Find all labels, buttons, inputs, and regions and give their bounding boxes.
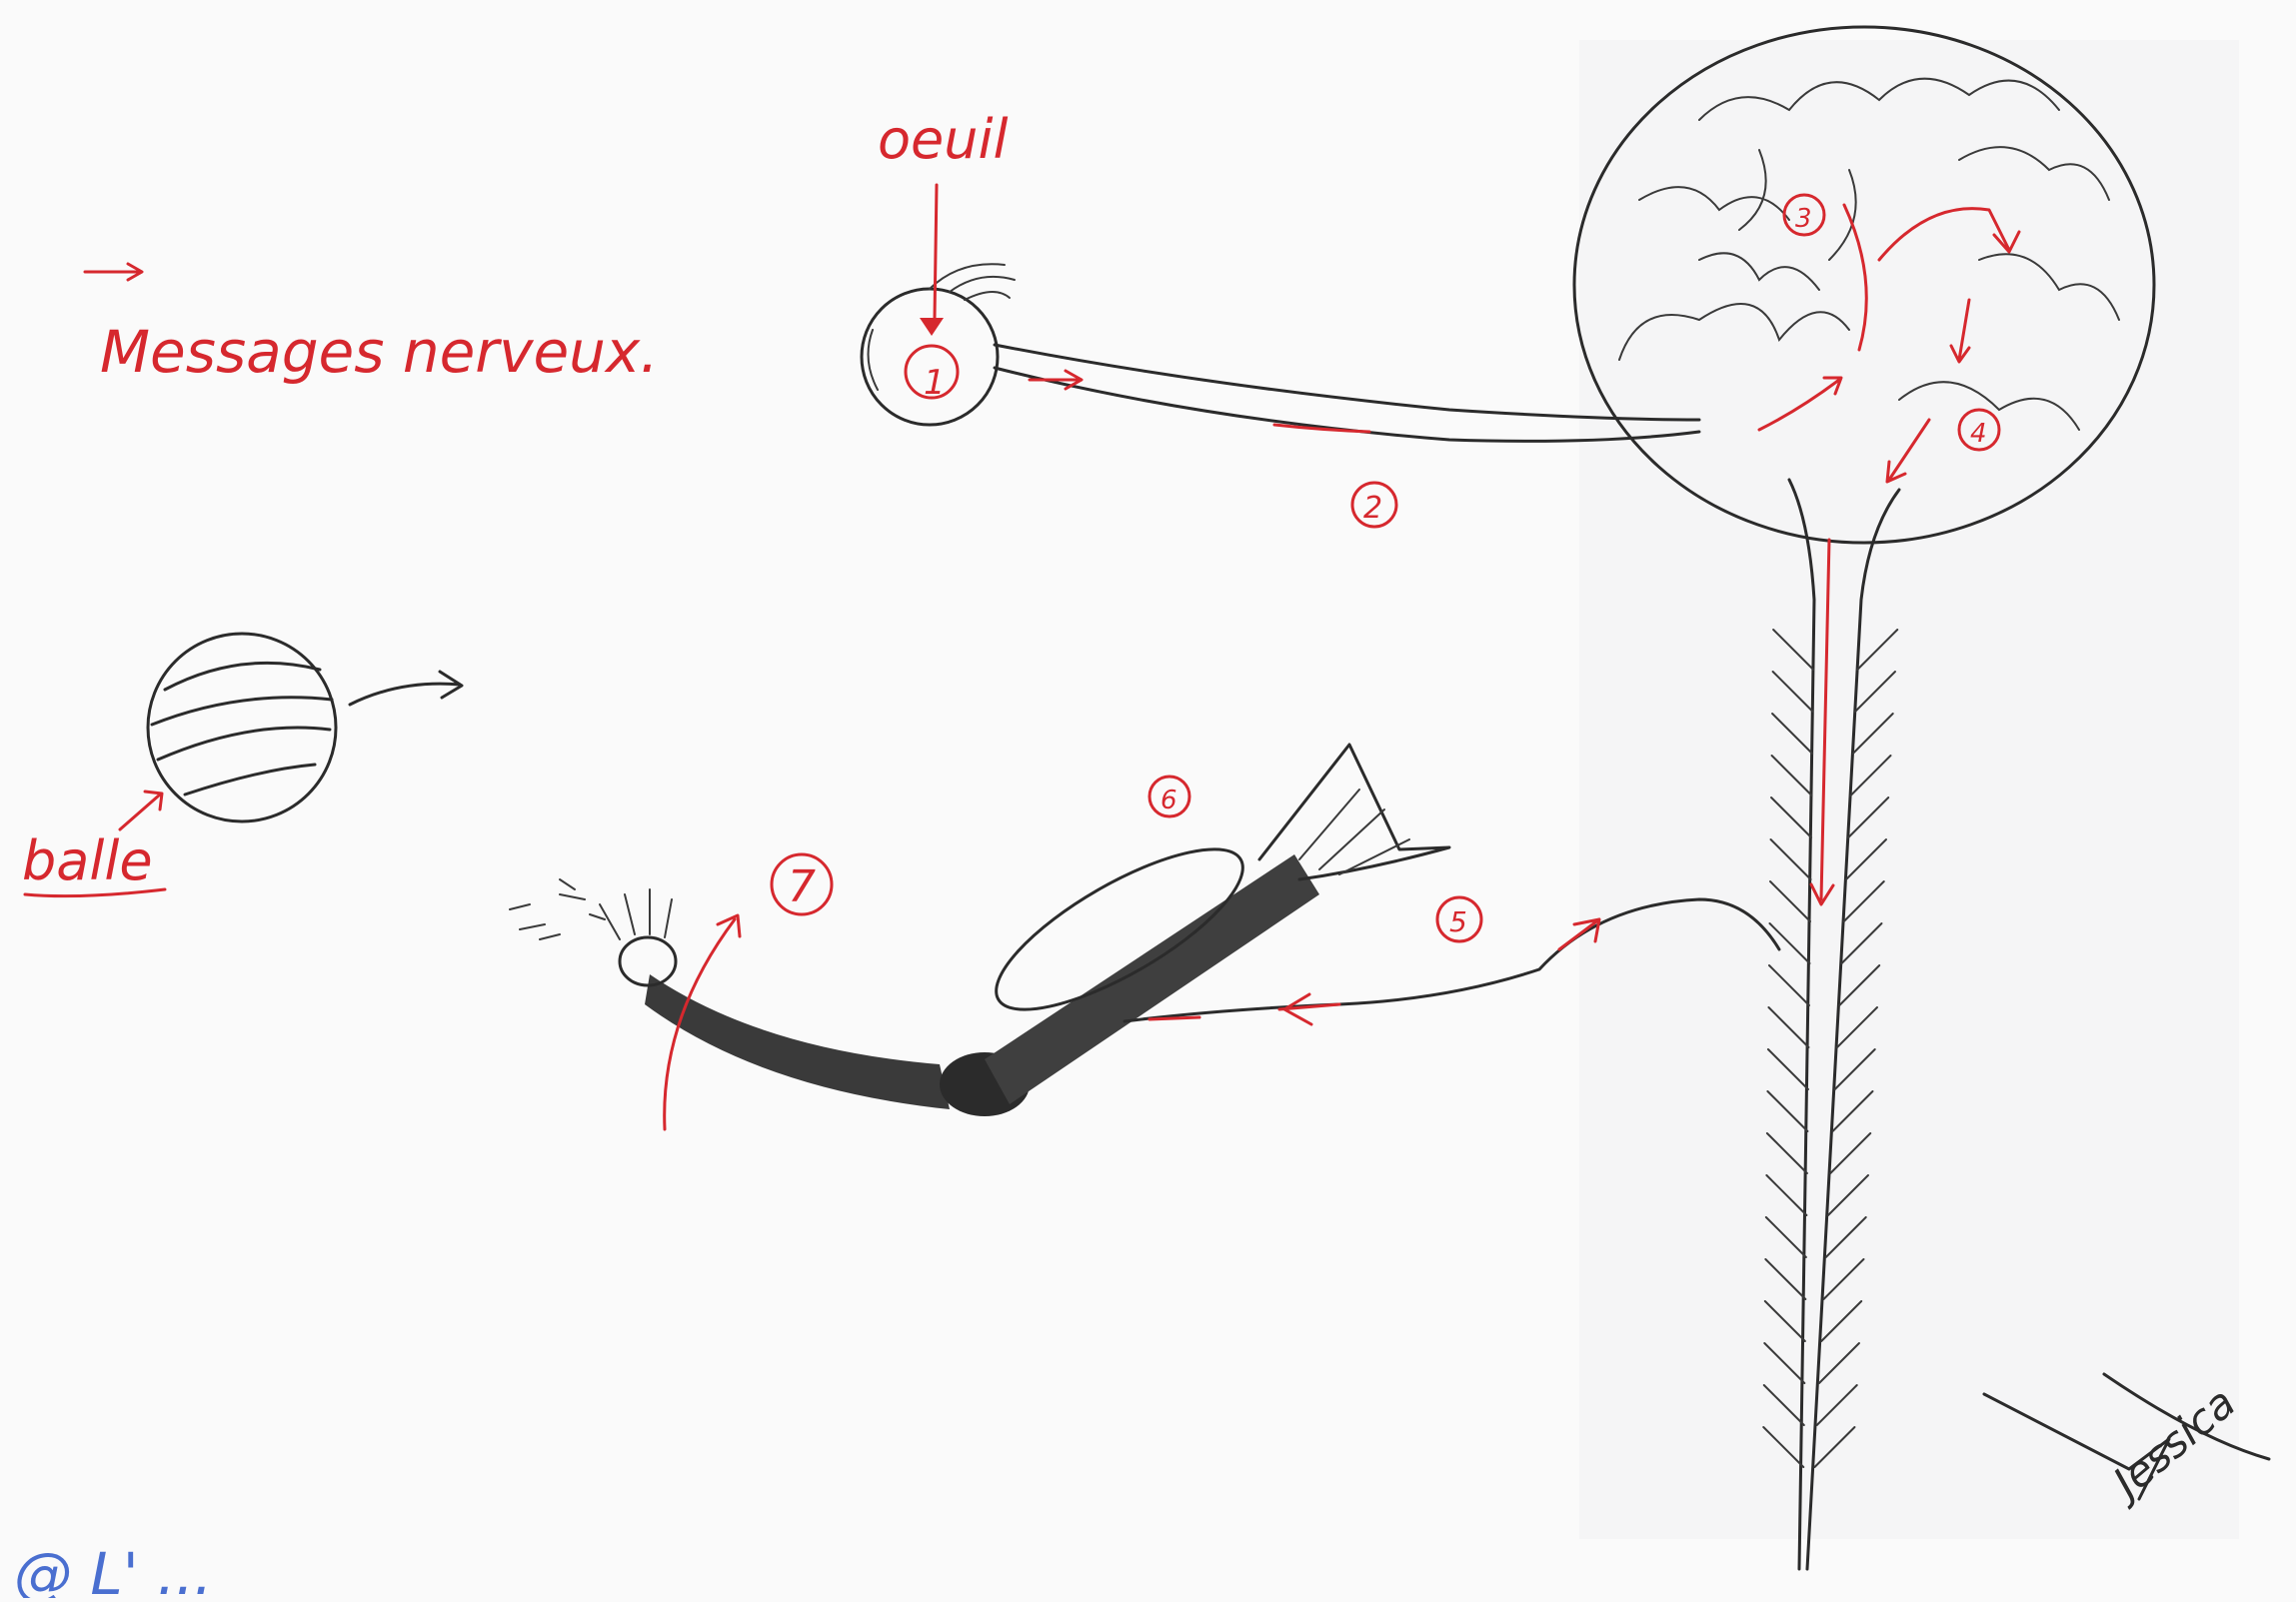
step-2-label: 2 [1363,491,1382,526]
footer-note: @ L' ... [14,1540,212,1598]
step-4-label: 4 [1970,419,1987,449]
step-5-label: 5 [1449,905,1467,938]
ball-label: balle [22,829,153,892]
step-6-label: 6 [1160,786,1177,815]
eye-label: oeuil [878,108,1009,171]
step-1-label: 1 [924,363,946,403]
title-text: Messages nerveux. [100,318,659,386]
step-3-label: 3 [1795,204,1812,234]
step-7-label: 7 [788,861,816,912]
